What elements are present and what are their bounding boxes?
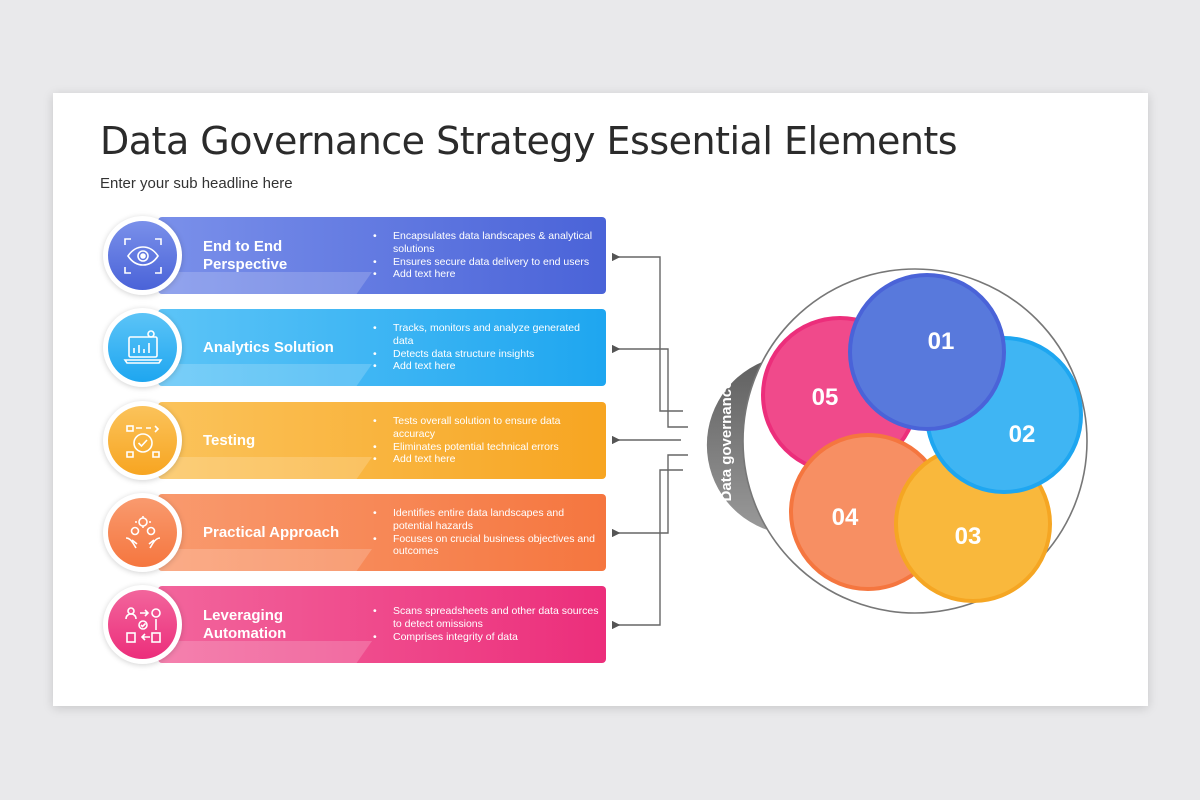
bullet-item: Tests overall solution to ensure data ac… — [373, 415, 601, 441]
petal-number: 05 — [812, 384, 839, 411]
petal-number: 03 — [955, 523, 982, 550]
element-bullets: Scans spreadsheets and other data source… — [373, 586, 601, 663]
petal-01: 01 — [848, 273, 1006, 431]
petal-number: 02 — [1009, 421, 1036, 448]
connector-arrow-2 — [611, 344, 688, 428]
element-row-3: Testing Tests overall solution to ensure… — [103, 401, 606, 480]
element-icon-badge — [103, 216, 182, 295]
slide: Data Governance Strategy Essential Eleme… — [53, 93, 1148, 706]
laptop-chart-icon — [123, 329, 162, 364]
element-bar-3: Testing Tests overall solution to ensure… — [158, 402, 606, 479]
element-row-4: Practical Approach Identifies entire dat… — [103, 493, 606, 572]
element-icon-inner — [108, 313, 177, 382]
governance-diagram: Data governance 05 04 03 02 01 — [611, 252, 1088, 630]
petal-circle — [848, 273, 1006, 431]
petal-number: 04 — [832, 504, 859, 531]
element-icon-badge — [103, 493, 182, 572]
slide-subtitle: Enter your sub headline here — [100, 175, 293, 192]
element-row-1: End to End Perspective Encapsulates data… — [103, 216, 606, 295]
bullet-item: Focuses on crucial business objectives a… — [373, 533, 601, 559]
element-bar-1: End to End Perspective Encapsulates data… — [158, 217, 606, 294]
connector-arrow-4 — [611, 454, 688, 538]
element-label: Practical Approach — [203, 523, 340, 541]
connector-arrow-1 — [611, 252, 683, 412]
element-label: Leveraging Automation — [203, 606, 287, 642]
element-label: Analytics Solution — [203, 338, 334, 356]
element-bar-5: Leveraging Automation Scans spreadsheets… — [158, 586, 606, 663]
element-row-2: Analytics Solution Tracks, monitors and … — [103, 308, 606, 387]
bullet-item: Scans spreadsheets and other data source… — [373, 605, 601, 631]
bullet-item: Detects data structure insights — [373, 348, 601, 361]
hands-gears-icon — [125, 515, 160, 548]
bullet-item: Tracks, monitors and analyze generated d… — [373, 322, 601, 348]
element-row-5: Leveraging Automation Scans spreadsheets… — [103, 585, 606, 664]
element-bullets: Identifies entire data landscapes and po… — [373, 494, 601, 571]
element-icon-inner — [108, 406, 177, 475]
automation-flow-icon — [124, 606, 161, 643]
bullet-item: Comprises integrity of data — [373, 631, 601, 644]
bullet-item: Identifies entire data landscapes and po… — [373, 507, 601, 533]
element-bar-2: Analytics Solution Tracks, monitors and … — [158, 309, 606, 386]
element-label: Testing — [203, 431, 256, 449]
bullet-item: Eliminates potential technical errors — [373, 441, 601, 454]
element-icon-badge — [103, 401, 182, 480]
element-icon-inner — [108, 590, 177, 659]
element-icon-badge — [103, 308, 182, 387]
bullet-item: Add text here — [373, 360, 601, 373]
connector-lines — [611, 252, 688, 630]
element-bullets: Tracks, monitors and analyze generated d… — [373, 309, 601, 386]
bullet-item: Add text here — [373, 268, 601, 281]
hub-label: Data governance — [718, 381, 735, 502]
element-icon-badge — [103, 585, 182, 664]
bullet-item: Ensures secure data delivery to end user… — [373, 256, 601, 269]
element-label: End to End Perspective — [203, 237, 288, 273]
connector-arrow-5 — [611, 469, 683, 630]
element-icon-inner — [108, 221, 177, 290]
element-bullets: Encapsulates data landscapes & analytica… — [373, 217, 601, 294]
testing-check-icon — [125, 424, 160, 458]
element-bar-4: Practical Approach Identifies entire dat… — [158, 494, 606, 571]
bullet-item: Add text here — [373, 453, 601, 466]
petal-number: 01 — [928, 328, 955, 355]
element-icon-inner — [108, 498, 177, 567]
element-bullets: Tests overall solution to ensure data ac… — [373, 402, 601, 479]
eye-scan-icon — [123, 237, 162, 274]
bullet-item: Encapsulates data landscapes & analytica… — [373, 230, 601, 256]
slide-title: Data Governance Strategy Essential Eleme… — [100, 119, 958, 163]
